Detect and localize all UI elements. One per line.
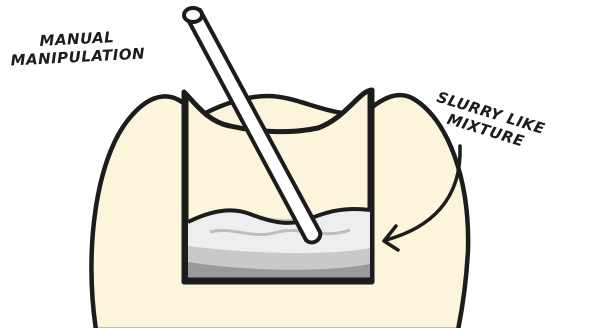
label-manual-manipulation: MANUAL MANIPULATION [9,26,145,69]
slurry-mixture [188,209,370,280]
